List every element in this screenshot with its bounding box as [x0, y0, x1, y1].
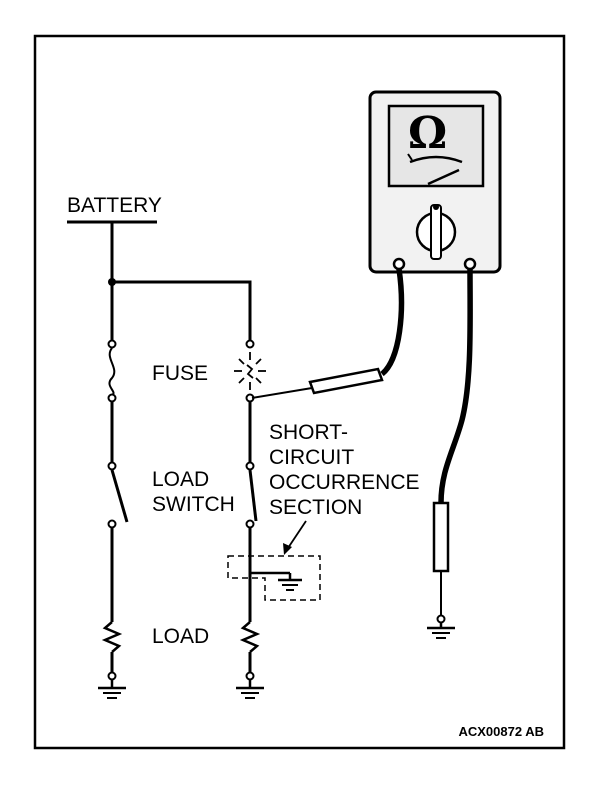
selector-knob-icon: [415, 204, 457, 260]
meter-jack-left: [392, 257, 406, 271]
figure-code: ACX00872 AB: [458, 724, 544, 739]
meter-jack-right: [463, 257, 477, 271]
right-switch-icon: [248, 469, 258, 522]
right-load-icon: [239, 621, 261, 653]
figure-border: [33, 34, 566, 750]
right-test-lead: [427, 268, 473, 639]
ohmmeter-screen: [387, 104, 485, 188]
short-circuit-label-line2: CIRCUIT: [269, 446, 354, 469]
needle-icon: [427, 168, 460, 186]
short-circuit-section: [227, 520, 321, 601]
blown-fuse-icon: [234, 352, 266, 390]
left-fuse-icon: [108, 347, 116, 396]
fuse-label: FUSE: [152, 362, 208, 385]
battery-junction: [108, 278, 252, 340]
short-circuit-label-line1: SHORT-: [269, 421, 348, 444]
battery-label: BATTERY: [67, 194, 162, 217]
short-circuit-label-line4: SECTION: [269, 496, 362, 519]
left-switch-icon: [110, 469, 129, 523]
left-test-lead: [251, 268, 405, 399]
load-switch-label-line2: SWITCH: [152, 493, 235, 516]
ohmmeter: Ω: [368, 90, 502, 274]
short-circuit-label-line3: OCCURRENCE: [269, 471, 420, 494]
battery-symbol: [67, 220, 157, 282]
left-circuit-branch: [98, 282, 129, 699]
meter-scale: [409, 155, 463, 164]
ohmmeter-icon: Ω: [408, 108, 447, 159]
load-switch-label-line1: LOAD: [152, 468, 209, 491]
left-load-icon: [101, 621, 123, 653]
right-circuit-branch: [234, 339, 266, 699]
load-label: LOAD: [152, 625, 209, 648]
